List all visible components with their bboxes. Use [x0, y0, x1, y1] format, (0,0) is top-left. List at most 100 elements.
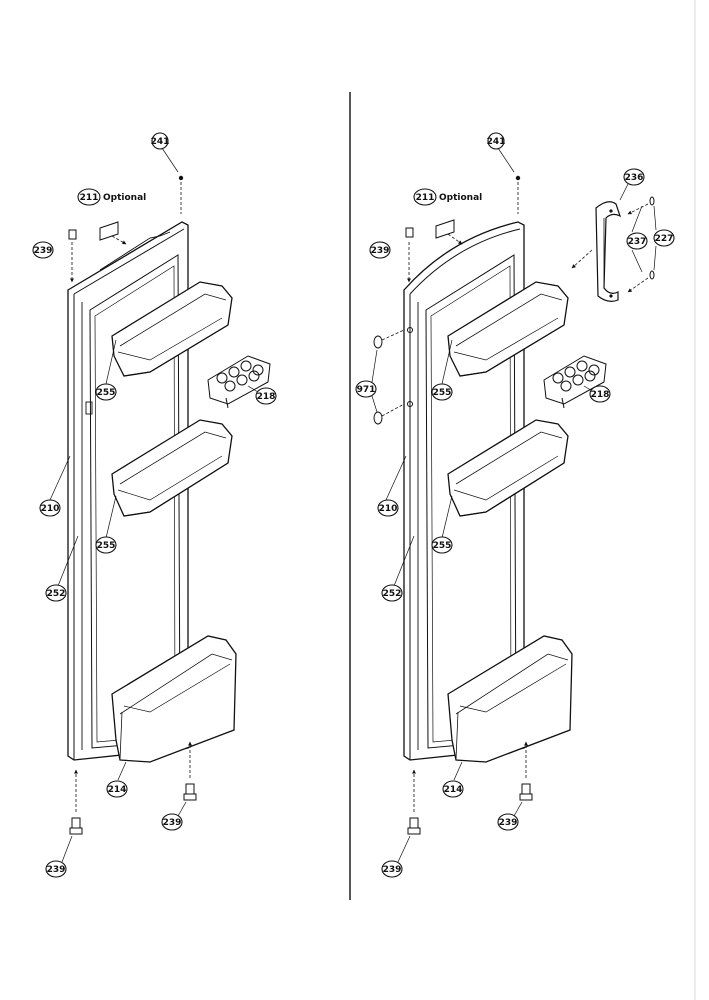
cap-screw — [178, 175, 184, 181]
top-hinge-pin — [405, 227, 414, 238]
leader-arrow — [627, 203, 649, 215]
callout-255-lower: 255 — [431, 536, 453, 554]
upper-door-bin — [111, 281, 233, 377]
svg-text:210: 210 — [41, 504, 60, 514]
leader-line — [441, 339, 453, 385]
svg-text:211: 211 — [80, 193, 99, 203]
handle-screw — [649, 196, 655, 206]
optional-label: Optional — [439, 193, 482, 203]
svg-text:241: 241 — [151, 137, 170, 147]
svg-text:255: 255 — [97, 541, 116, 551]
middle-door-bin — [111, 419, 233, 517]
svg-text:210: 210 — [379, 504, 398, 514]
bottom-hinge-pin — [407, 817, 421, 835]
leader-line — [177, 801, 187, 817]
callout-210: 210 — [39, 499, 61, 517]
leader-dash — [381, 329, 405, 341]
cap-screw — [515, 175, 521, 181]
svg-text:239: 239 — [47, 865, 66, 875]
callout-241: 241 — [151, 132, 170, 150]
leader-line — [117, 761, 127, 781]
svg-text:239: 239 — [163, 818, 182, 828]
left-door-assembly — [49, 147, 271, 835]
bottom-hinge-pin-right — [183, 783, 197, 801]
callout-211: 211 — [413, 188, 437, 206]
svg-text:214: 214 — [444, 785, 463, 795]
leader-dash — [381, 403, 405, 417]
door-handle — [595, 201, 622, 302]
leader-line — [247, 385, 259, 393]
egg-tray — [543, 355, 607, 409]
callout-237: 237 — [626, 232, 648, 250]
leader-line — [441, 495, 453, 539]
leader-line — [57, 535, 79, 587]
leader-line — [653, 205, 657, 231]
leader-arrow — [111, 235, 127, 245]
svg-text:239: 239 — [499, 818, 518, 828]
leader-line — [497, 147, 515, 173]
leader-line — [619, 183, 629, 201]
svg-text:218: 218 — [591, 390, 610, 400]
leader-line — [397, 835, 411, 863]
callout-210: 210 — [377, 499, 399, 517]
svg-text:239: 239 — [383, 865, 402, 875]
leader-line — [385, 455, 407, 501]
svg-text:255: 255 — [97, 388, 116, 398]
handle-mount-hole — [407, 401, 413, 407]
lower-door-bin — [111, 635, 237, 763]
callout-239-bottom: 239 — [381, 860, 403, 878]
leader-arrow — [447, 233, 463, 245]
callout-252: 252 — [45, 584, 67, 602]
svg-text:239: 239 — [34, 246, 53, 256]
callout-239-top: 239 — [32, 241, 54, 259]
leader-line — [105, 495, 117, 539]
optional-label-plate — [99, 221, 119, 241]
upper-door-bin — [447, 281, 569, 377]
leader-line — [631, 249, 643, 273]
bottom-hinge-pin — [69, 817, 83, 835]
leader-line — [61, 835, 73, 863]
callout-255-upper: 255 — [431, 383, 453, 401]
leader-arrow — [627, 277, 649, 293]
svg-text:255: 255 — [433, 541, 452, 551]
door-top-edge — [409, 228, 521, 295]
svg-text:218: 218 — [257, 392, 276, 402]
svg-text:214: 214 — [108, 785, 127, 795]
svg-text:237: 237 — [628, 237, 647, 247]
svg-text:239: 239 — [371, 246, 390, 256]
callout-218: 218 — [589, 385, 611, 403]
leader-line — [49, 455, 71, 501]
callout-971: 971 — [355, 380, 377, 398]
svg-text:971: 971 — [357, 385, 376, 395]
svg-text:211: 211 — [416, 193, 435, 203]
callout-255-lower: 255 — [95, 536, 117, 554]
svg-text:252: 252 — [383, 589, 402, 599]
bottom-hinge-pin-right — [519, 783, 533, 801]
svg-text:241: 241 — [487, 137, 506, 147]
callout-241: 241 — [487, 132, 506, 150]
callout-239-right: 239 — [497, 813, 519, 831]
leader-line — [653, 245, 657, 271]
leader-line — [371, 349, 378, 383]
leader-line — [161, 147, 179, 173]
callout-236: 236 — [623, 168, 645, 186]
leader-arrow — [571, 249, 593, 269]
door-top-edge — [73, 228, 185, 295]
svg-text:227: 227 — [655, 234, 674, 244]
callout-218: 218 — [255, 387, 277, 405]
leader-line — [631, 205, 643, 233]
top-hinge-pin — [68, 229, 77, 240]
leader-line — [371, 395, 378, 413]
middle-door-bin — [447, 419, 569, 517]
callout-211: 211 — [77, 188, 101, 206]
leader-line — [513, 801, 523, 817]
svg-text:252: 252 — [47, 589, 66, 599]
leader-line — [453, 761, 463, 781]
svg-text:255: 255 — [433, 388, 452, 398]
handle-screw — [649, 270, 655, 280]
callout-239-bottom: 239 — [45, 860, 67, 878]
lower-door-bin — [447, 635, 573, 763]
callout-252: 252 — [381, 584, 403, 602]
optional-label: Optional — [103, 193, 146, 203]
